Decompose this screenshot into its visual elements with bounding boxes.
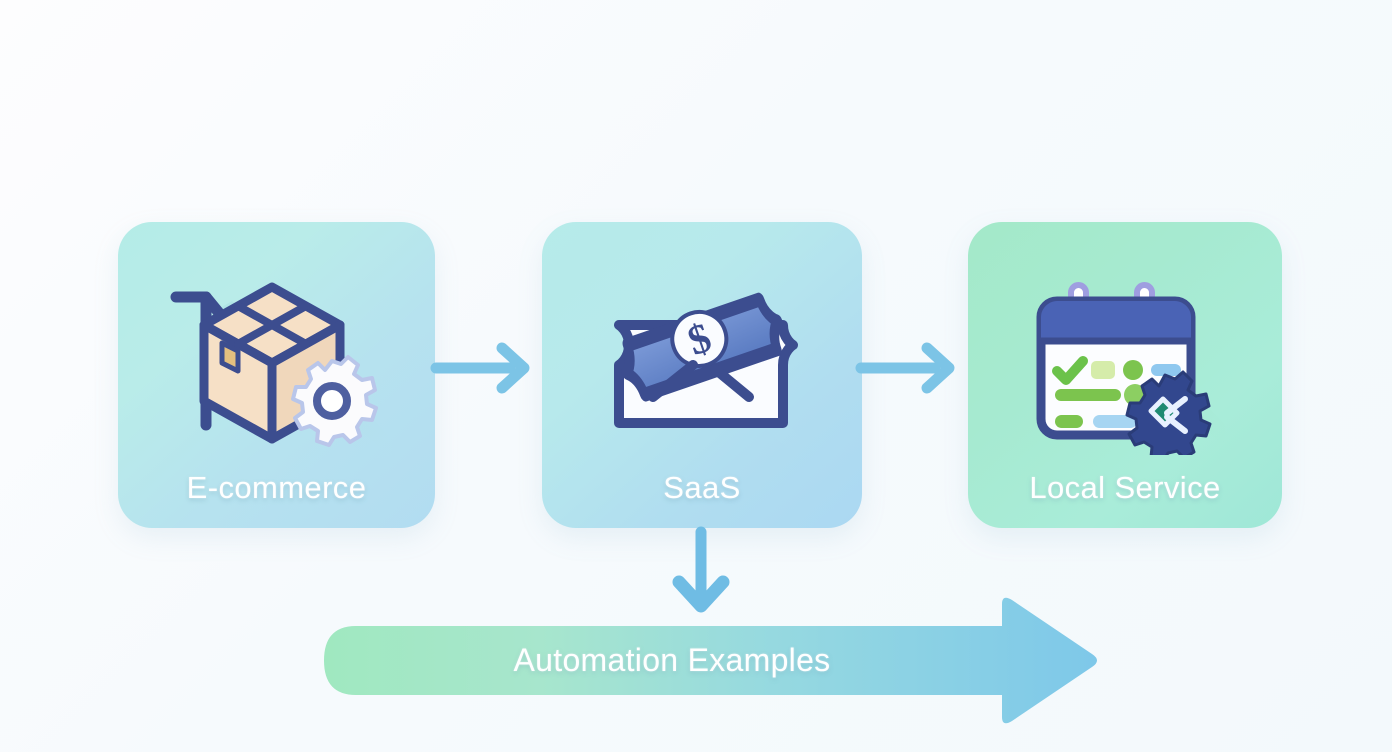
banner-automation-examples[interactable]: Automation Examples [322,594,1102,727]
gear-icon [290,354,378,447]
package-box-dolly-gear-svg [170,282,392,458]
card-ecommerce[interactable]: E-commerce [118,222,435,528]
arrow-right-icon [855,342,955,394]
connector-saas-to-local-service [855,340,967,401]
gear-badge-icon [1125,370,1212,455]
card-saas[interactable]: $ SaaS [542,222,862,528]
ticket-money-dollar-svg: $ [614,292,807,448]
connector-saas-to-banner [668,526,734,623]
package-box-dolly-gear-icon [118,270,435,460]
card-local-service[interactable]: Local Service [968,222,1282,528]
card-label-ecommerce: E-commerce [186,470,367,505]
calendar-checklist-gear-svg [1036,282,1225,455]
card-label-saas: SaaS [663,470,741,505]
banner-arrow-shape [324,597,1097,724]
arrow-down-icon [672,526,730,613]
calendar-checklist-gear-icon [968,270,1282,460]
arrow-right-icon [430,342,530,394]
ticket-money-dollar-icon: $ [542,270,862,460]
connector-ecommerce-to-saas [430,340,542,401]
card-label-local-service: Local Service [1029,470,1221,505]
